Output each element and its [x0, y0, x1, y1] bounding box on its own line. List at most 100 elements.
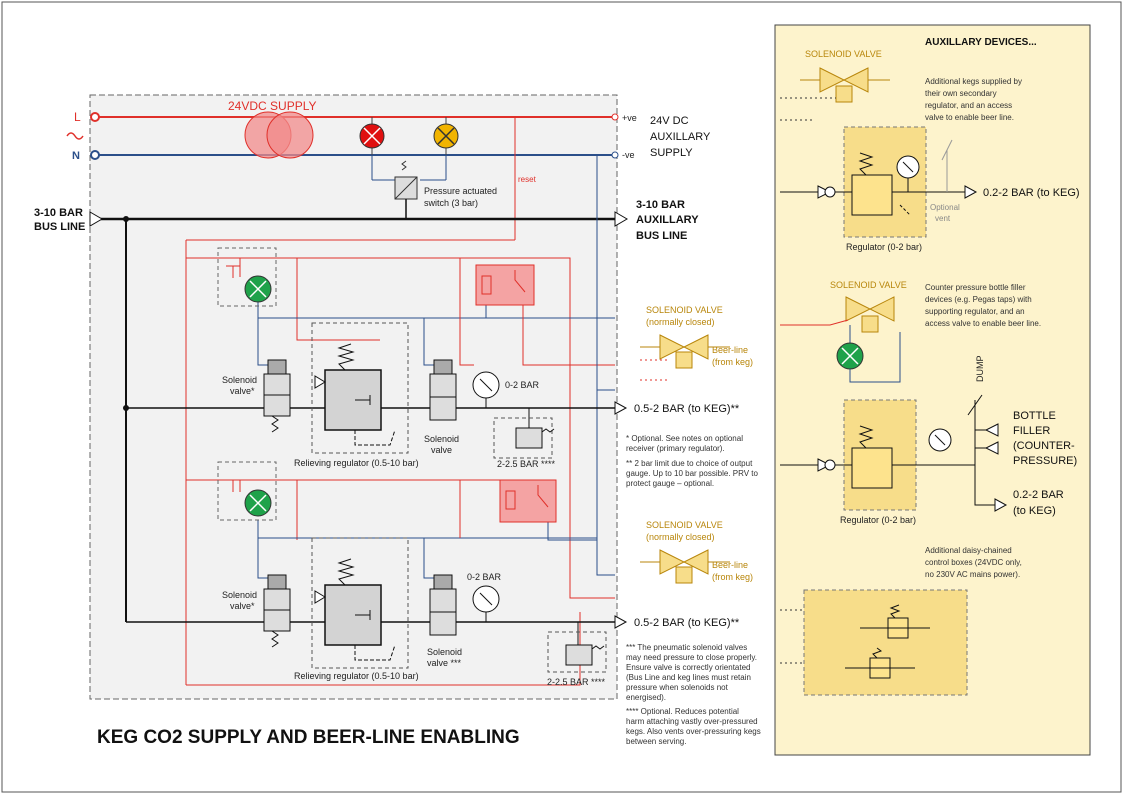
ch2-prv-box	[547, 631, 607, 673]
ch2-gauge-label: 0-2 BAR	[467, 572, 502, 582]
note4-line3: kegs. Also vents over-pressuring kegs	[626, 727, 761, 736]
aux-supply-label1: 24V DC	[650, 115, 689, 127]
aux-d3-line3: no 230V AC mains power).	[925, 570, 1020, 579]
aux-bf-label4: PRESSURE)	[1013, 455, 1077, 467]
sv-note2-beer1: Beer-line	[712, 560, 748, 570]
neg-label: -ve	[622, 150, 635, 160]
channel1-wiring	[185, 155, 615, 685]
ch2-regulator-icon	[314, 558, 396, 661]
aux-out1-label: 0.2-2 BAR (to KEG)	[983, 187, 1080, 199]
aux-sv2-label: SOLENOID VALVE	[830, 280, 907, 290]
note3-line2: may need pressure to close properly.	[626, 653, 757, 662]
red-lamp-icon	[359, 117, 385, 155]
notes-block-1: * Optional. See notes on optional receiv…	[626, 434, 758, 488]
notes-block-2: *** The pneumatic solenoid valves may ne…	[626, 643, 761, 746]
aux-d1-line4: valve to enable beer line.	[925, 113, 1014, 122]
page-title: KEG CO2 SUPPLY AND BEER-LINE ENABLING	[97, 727, 520, 748]
note3-line5: pressure when solenoids not	[626, 683, 729, 692]
aux-d3-line2: control boxes (24VDC only,	[925, 558, 1022, 567]
aux-daisy-icon	[780, 604, 930, 679]
aux-reg1-label: Regulator (0-2 bar)	[846, 242, 922, 252]
note2-line3: protect gauge – optional.	[626, 479, 714, 488]
sv-note1-beer1: Beer-line	[712, 345, 748, 355]
note3-line4: (Bus Line and keg lines must retain	[626, 673, 751, 682]
ch1-regulator-icon	[314, 343, 396, 446]
note1-line2: receiver (primary regulator).	[626, 444, 725, 453]
power-rails	[66, 112, 619, 160]
ch1-prv-label: 2-2.5 BAR ****	[497, 459, 556, 469]
aux-supply-label2: AUXILLARY	[650, 131, 711, 143]
ch2-out-solenoid-label1: Solenoid	[427, 647, 462, 657]
ch2-button-icon	[226, 479, 240, 492]
note2-line2: gauge. Up to 10 bar possible. PRV to	[626, 469, 758, 478]
ch1-regulator-label: Relieving regulator (0.5-10 bar)	[294, 458, 419, 468]
note4-line1: **** Optional. Reduces potential	[626, 707, 739, 716]
aux-vent-label1: Optional	[930, 203, 960, 212]
aux-out2-label2: (to KEG)	[1013, 505, 1056, 517]
ch1-green-lamp-icon	[244, 275, 272, 303]
bus-out-label2: AUXILLARY	[636, 214, 699, 226]
note3-line3: Ensure valve is correctly orientated	[626, 663, 751, 672]
bus-in-label2: BUS LINE	[34, 221, 85, 233]
aux-reg2-label: Regulator (0-2 bar)	[840, 515, 916, 525]
sv-note1-beer2: (from keg)	[712, 357, 753, 367]
aux-sv2-icon	[780, 296, 901, 383]
note4-line4: between serving.	[626, 737, 686, 746]
ch1-input-solenoid-icon	[263, 359, 291, 433]
ch2-green-lamp-icon	[244, 489, 272, 517]
ch1-output-label: 0.5-2 BAR (to KEG)**	[634, 403, 740, 415]
bus-out-label1: 3-10 BAR	[636, 199, 685, 211]
ch1-solenoid-label1: Solenoid	[222, 375, 257, 385]
aux-title: AUXILLARY DEVICES...	[925, 37, 1037, 48]
sv-note2-icon	[640, 549, 730, 584]
ch2-solenoid-label1: Solenoid	[222, 590, 257, 600]
ch2-relay-icon	[499, 479, 557, 523]
ch2-prv-icon	[565, 644, 605, 666]
supply-label: 24VDC SUPPLY	[228, 99, 316, 113]
ch2-input-solenoid-icon	[263, 574, 291, 648]
aux-out2-label1: 0.2-2 BAR	[1013, 489, 1064, 501]
ch2-regulator-label: Relieving regulator (0.5-10 bar)	[294, 671, 419, 681]
reset-label: reset	[518, 175, 537, 184]
aux-bf-label1: BOTTLE	[1013, 410, 1056, 422]
aux-d1-line3: regulator, and an access	[925, 101, 1012, 110]
ch1-button-icon	[226, 265, 240, 278]
ch2-solenoid-label2: valve*	[230, 601, 255, 611]
aux-bf-label3: (COUNTER-	[1013, 440, 1075, 452]
ch2-prv-label: 2-2.5 BAR ****	[547, 677, 606, 687]
aux-vent-label2: vent	[935, 214, 951, 223]
label-l: L	[74, 110, 81, 124]
aux-reg1-icon	[780, 139, 978, 216]
aux-d1-line1: Additional kegs supplied by	[925, 77, 1022, 86]
ch2-gauge-icon	[472, 585, 500, 622]
aux-d2-line2: devices (e.g. Pegas taps) with	[925, 295, 1032, 304]
pressure-switch-label2: switch (3 bar)	[424, 198, 478, 208]
aux-d2-line1: Counter pressure bottle filler	[925, 283, 1026, 292]
amber-lamp-icon	[433, 117, 459, 155]
aux-dump-label: DUMP	[975, 356, 985, 383]
ch1-prv-box	[493, 417, 553, 459]
ch1-regulator-box	[311, 322, 409, 454]
sv-note2-label2: (normally closed)	[646, 532, 715, 542]
ch1-gauge-icon	[472, 371, 500, 408]
ch1-out-solenoid-label1: Solenoid	[424, 434, 459, 444]
ch1-out-solenoid-label2: valve	[431, 445, 452, 455]
gas-bus-line	[89, 211, 628, 622]
ch1-relay-icon	[475, 264, 535, 306]
note2-line1: ** 2 bar limit due to choice of output	[626, 459, 753, 468]
aux-d2-line3: supporting regulator, and an	[925, 307, 1025, 316]
sv-note1-icon	[640, 334, 730, 381]
ch2-regulator-box	[311, 537, 409, 669]
ch2-lamp-box	[217, 461, 277, 521]
ch1-solenoid-label2: valve*	[230, 386, 255, 396]
ch1-output-solenoid-icon	[429, 359, 457, 421]
sv-note2-beer2: (from keg)	[712, 572, 753, 582]
note1-line1: * Optional. See notes on optional	[626, 434, 743, 443]
aux-d1-line2: their own secondary	[925, 89, 997, 98]
ch1-prv-icon	[515, 427, 555, 449]
ch2-output-solenoid-icon	[429, 574, 457, 636]
pressure-switch-icon	[371, 155, 447, 219]
aux-daisy-box	[803, 589, 968, 696]
